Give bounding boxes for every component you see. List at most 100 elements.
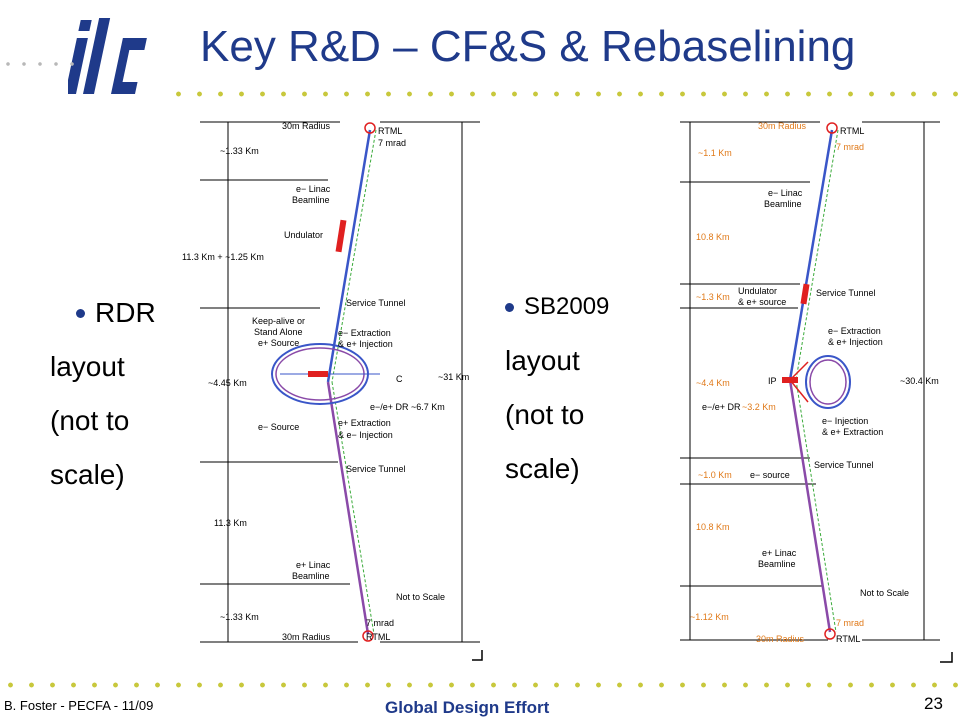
rdr-label: Beamline [292, 571, 330, 581]
sb2009-label: e−/e+ DR [702, 402, 741, 412]
bullet-dot-icon [76, 308, 85, 318]
rdr-bullet-label: RDR [95, 297, 156, 328]
rdr-undulator-marker [335, 219, 347, 253]
sb2009-label: ~3.2 Km [742, 402, 776, 412]
rdr-label: RTML [366, 632, 390, 642]
sb2009-label: ~1.0 Km [698, 470, 732, 480]
rdr-label: & e− Injection [338, 430, 393, 440]
footer-divider-dots [0, 682, 960, 688]
sb2009-label: e− Extraction [828, 326, 881, 336]
sb2009-transfer-line [789, 379, 809, 403]
title-divider-dots [168, 91, 960, 97]
sb2009-label: ~1.1 Km [698, 148, 732, 158]
rdr-bullet-block: RDR layout (not to scale) [50, 286, 156, 502]
sb2009-damping-ring-inner [809, 359, 847, 405]
rdr-label: e+ Extraction [338, 418, 391, 428]
rdr-ip-marker [308, 371, 328, 377]
sb2009-line-2: (not to [505, 399, 585, 430]
sb2009-label: & e+ source [738, 297, 786, 307]
rdr-positron-beamline [326, 381, 370, 635]
rdr-label: RTML [378, 126, 402, 136]
sb2009-service-tunnel-line [795, 379, 837, 633]
rdr-label: ~1.33 Km [220, 146, 259, 156]
rdr-corner-mark [472, 650, 483, 661]
sb2009-label: Service Tunnel [816, 288, 876, 298]
sb2009-line-3: scale) [505, 453, 580, 484]
sb2009-label: Beamline [764, 199, 802, 209]
rdr-label: & e+ Injection [338, 339, 393, 349]
sb2009-label: & e+ Extraction [822, 427, 883, 437]
sb2009-label: RTML [840, 126, 864, 136]
sb2009-label: 10.8 Km [696, 522, 730, 532]
ilc-logo [64, 14, 148, 98]
sb2009-label: ~30.4 Km [900, 376, 939, 386]
rdr-service-tunnel-line [331, 129, 377, 383]
sb2009-label: ~1.3 Km [696, 292, 730, 302]
footer-title: Global Design Effort [385, 698, 550, 717]
rdr-layout-diagram: 30m Radius RTML 7 mrad ~1.33 Km e− Linac… [180, 112, 500, 677]
sb2009-label: 10.8 Km [696, 232, 730, 242]
rdr-turnaround-bottom [362, 630, 374, 642]
sb2009-line-1: layout [505, 345, 580, 376]
sb2009-label: Service Tunnel [814, 460, 874, 470]
sb2009-label: e+ Linac [762, 548, 797, 558]
sb2009-label: ~4.4 Km [696, 378, 730, 388]
rdr-label: e+ Source [258, 338, 299, 348]
rdr-label: 30m Radius [282, 121, 331, 131]
sb2009-turnaround-bottom [824, 628, 836, 640]
sb2009-positron-beamline [788, 379, 832, 633]
logo-dots [0, 61, 80, 67]
sb2009-label: Beamline [758, 559, 796, 569]
sb2009-label: Undulator [738, 286, 777, 296]
sb2009-undulator-marker [800, 283, 810, 305]
rdr-label: Stand Alone [254, 327, 303, 337]
sb2009-label: & e+ Injection [828, 337, 883, 347]
rdr-label: 30m Radius [282, 632, 331, 642]
rdr-gridlines [200, 121, 480, 643]
sb2009-label: IP [768, 376, 777, 386]
rdr-layout-svg: 30m Radius RTML 7 mrad ~1.33 Km e− Linac… [182, 121, 483, 661]
page-number: 23 [924, 694, 943, 713]
sb2009-turnaround-top [826, 122, 838, 134]
sb2009-layout-diagram: 30m Radius RTML 7 mrad ~1.1 Km e− Linac … [670, 112, 960, 677]
rdr-label: ~31 Km [438, 372, 469, 382]
sb2009-label: 7 mrad [836, 142, 864, 152]
rdr-label: e−/e+ DR ~6.7 Km [370, 402, 445, 412]
sb2009-bullet: SB2009 [505, 280, 609, 334]
rdr-label: 7 mrad [366, 618, 394, 628]
footer-author: B. Foster - PECFA - 11/09 [4, 698, 154, 713]
sb2009-label: Not to Scale [860, 588, 909, 598]
rdr-turnaround-top [364, 122, 376, 134]
rdr-label: e− Extraction [338, 328, 391, 338]
rdr-label: ~4.45 Km [208, 378, 247, 388]
sb2009-label: e− Linac [768, 188, 803, 198]
rdr-bullet: RDR [50, 286, 156, 340]
rdr-label: e+ Linac [296, 560, 331, 570]
sb2009-electron-beamline [788, 129, 834, 381]
sb2009-ip-marker [782, 377, 798, 383]
rdr-label: C [396, 374, 403, 384]
rdr-label: Service Tunnel [346, 298, 406, 308]
rdr-label: Service Tunnel [346, 464, 406, 474]
sb2009-service-tunnel-line [795, 129, 839, 381]
sb2009-label: 30m Radius [756, 634, 805, 644]
rdr-line-1: layout [50, 351, 125, 382]
rdr-label: Beamline [292, 195, 330, 205]
sb2009-corner-mark [940, 652, 953, 663]
sb2009-layout-svg: 30m Radius RTML 7 mrad ~1.1 Km e− Linac … [680, 121, 953, 663]
rdr-label: ~1.33 Km [220, 612, 259, 622]
rdr-label: Keep-alive or [252, 316, 305, 326]
slide-title: Key R&D – CF&S & Rebaselining [200, 22, 856, 71]
rdr-line-2: (not to [50, 405, 130, 436]
sb2009-damping-ring-outer [805, 355, 851, 409]
rdr-label: Not to Scale [396, 592, 445, 602]
rdr-label: e− Linac [296, 184, 331, 194]
rdr-service-tunnel-line [331, 381, 375, 635]
rdr-electron-beamline [326, 129, 372, 383]
bullet-dot-icon [505, 302, 514, 312]
rdr-label: 11.3 Km + ~1.25 Km [182, 252, 264, 262]
sb2009-label: 30m Radius [758, 121, 807, 131]
rdr-label: 7 mrad [378, 138, 406, 148]
sb2009-gridlines [680, 121, 940, 641]
rdr-label: 11.3 Km [214, 518, 247, 528]
